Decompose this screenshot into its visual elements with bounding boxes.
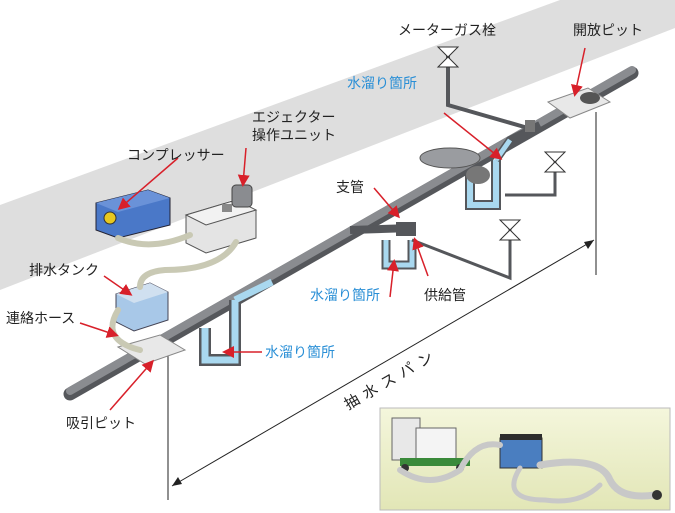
water-pool-label-lower: 水溜り箇所 (265, 344, 335, 361)
leader-arrows (79, 47, 586, 411)
equipment-photo (379, 407, 671, 511)
main-pipe-dip (199, 278, 274, 366)
meter-gas-riser (436, 46, 535, 132)
drain-tank-label: 排水タンク (29, 263, 99, 279)
branch-pipe (349, 219, 522, 281)
water-pool-label-middle: 水溜り箇所 (310, 287, 380, 304)
suction-pit-label: 吸引ピット (66, 416, 136, 432)
branch-pipe-label: 支管 (336, 180, 364, 196)
supply-pipe-label: 供給管 (424, 288, 466, 304)
connecting-hose-label: 連絡ホース (6, 311, 75, 327)
open-pit-label: 開放ピット (573, 23, 643, 39)
span-dimension (167, 112, 597, 500)
ground-band (0, 26, 675, 297)
compressor-label: コンプレッサー (127, 148, 225, 164)
compressor (95, 189, 171, 239)
ejector-unit-label-line2: 操作ユニット (252, 128, 336, 144)
suction-pit (116, 334, 187, 365)
ejector-unit (184, 184, 258, 254)
upper-branch (419, 121, 567, 210)
ejector-unit-label-line1: エジェクター (252, 110, 335, 126)
water-pool-label-upper: 水溜り箇所 (347, 75, 417, 92)
meter-gas-valve-label: メーターガス栓 (398, 23, 496, 39)
